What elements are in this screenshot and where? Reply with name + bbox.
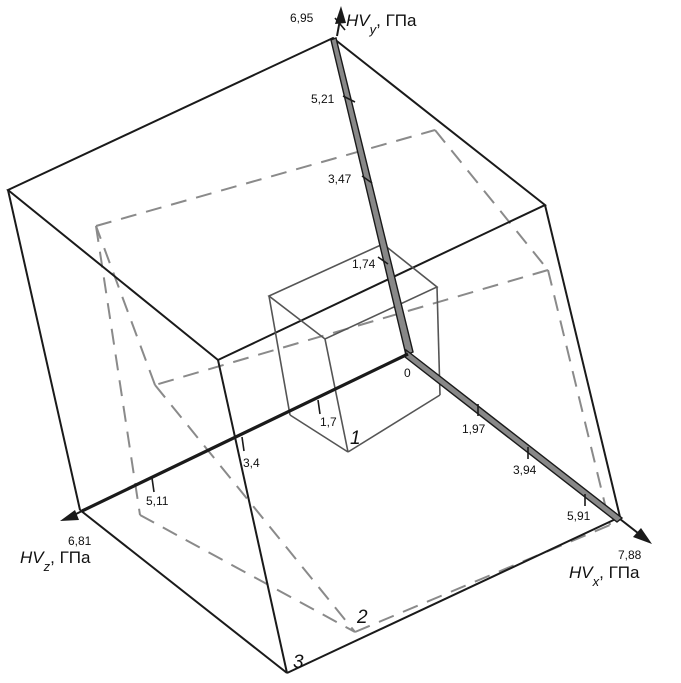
axis-ticks: [151, 17, 586, 506]
z-tick: [151, 477, 155, 493]
cube1-edge: [324, 338, 349, 453]
cube3-edge: [544, 204, 621, 518]
cube-1-label: 1: [350, 428, 361, 449]
cube1-edge: [268, 295, 291, 416]
cube2-edge: [154, 269, 549, 386]
cube2-edge: [95, 129, 436, 227]
x-axis-arrow-icon: [633, 528, 652, 544]
cube3-top-face: [6, 36, 547, 362]
y-tick: [377, 256, 389, 265]
cube3-edge: [286, 516, 621, 674]
axes: [60, 6, 652, 544]
cube2-edge: [154, 384, 356, 633]
x-tick-label: 3,94: [513, 463, 537, 477]
y-tick-label: 5,21: [311, 92, 335, 106]
origin-label: 0: [404, 366, 411, 380]
y-axis-end-value: 6,95: [290, 11, 314, 25]
cube-3-solid: [6, 36, 621, 674]
z-axis-line: [81, 352, 409, 513]
cube-2-label: 2: [356, 607, 368, 628]
cube2-edge: [547, 269, 611, 526]
cube2-edge: [434, 129, 549, 271]
x-axis-title: HVx, ГПа: [569, 563, 640, 589]
cube-1-inner: [267, 243, 441, 453]
z-tick-label: 1,7: [320, 415, 337, 429]
cube3-edge: [79, 509, 288, 674]
cube1-edge: [347, 394, 441, 453]
cube2-edge: [354, 524, 611, 633]
cube2-edge: [95, 225, 141, 516]
cube2-edge: [95, 225, 156, 386]
y-axis-arrow-icon: [335, 6, 346, 24]
y-axis-ribbon: [330, 37, 414, 356]
cube-3-label: 3: [293, 652, 304, 673]
tick-labels: 6,95 5,21 3,47 1,74 0 1,97 3,94 5,91 7,8…: [68, 11, 642, 562]
y-tick-label: 3,47: [328, 172, 352, 186]
z-tick-label: 5,11: [146, 494, 169, 508]
y-tick: [361, 175, 373, 184]
x-axis-ribbon: [404, 348, 624, 523]
z-tick: [241, 436, 245, 452]
cube2-edge: [139, 514, 356, 633]
y-axis-title: HVy, ГПа: [346, 11, 417, 37]
cube3-edge: [7, 189, 81, 511]
z-tick: [317, 399, 321, 415]
z-axis-title: HVz, ГПа: [20, 548, 91, 574]
x-tick-label: 1,97: [462, 422, 486, 436]
cube3-edge: [217, 359, 288, 674]
cube-2-dashed: [95, 129, 611, 633]
x-axis-end-value: 7,88: [618, 548, 642, 562]
z-axis-arrow-icon: [60, 510, 79, 521]
y-tick-end: [334, 17, 346, 31]
z-axis-end-value: 6,81: [68, 534, 92, 548]
x-tick-label: 5,91: [567, 509, 591, 523]
cube1-edge: [289, 414, 349, 453]
y-tick-label: 1,74: [352, 257, 376, 271]
z-tick-label: 3,4: [243, 456, 260, 470]
y-tick: [342, 95, 356, 103]
